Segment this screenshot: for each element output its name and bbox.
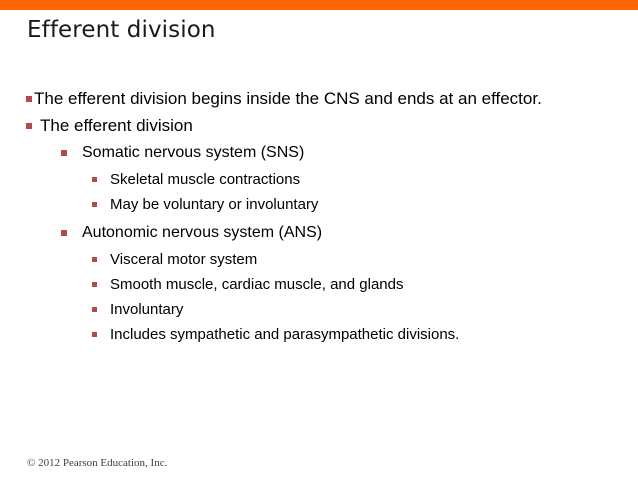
square-bullet-icon	[61, 150, 67, 156]
list-item: Smooth muscle, cardiac muscle, and gland…	[0, 274, 638, 295]
list-item-label: Smooth muscle, cardiac muscle, and gland…	[110, 276, 404, 293]
square-bullet-icon	[92, 332, 97, 337]
square-bullet-icon	[92, 177, 97, 182]
list-item: Involuntary	[0, 299, 638, 320]
square-bullet-icon	[26, 123, 32, 129]
list-item-label: The efferent division begins inside the …	[34, 89, 542, 108]
list-item-label: Visceral motor system	[110, 251, 258, 268]
list-item: The efferent division begins inside the …	[0, 88, 638, 110]
list-item: Somatic nervous system (SNS)	[0, 142, 638, 164]
list-item: The efferent division	[0, 115, 638, 137]
list-item-label: Includes sympathetic and parasympathetic…	[110, 326, 460, 343]
square-bullet-icon	[92, 257, 97, 262]
list-item-label: May be voluntary or involuntary	[110, 196, 319, 213]
square-bullet-icon	[92, 202, 97, 207]
list-item: May be voluntary or involuntary	[0, 194, 638, 215]
square-bullet-icon	[92, 282, 97, 287]
list-item-label: Somatic nervous system (SNS)	[82, 144, 305, 161]
list-item-label: Involuntary	[110, 301, 184, 318]
slide-body-content: The efferent division begins inside the …	[0, 88, 638, 349]
square-bullet-icon	[92, 307, 97, 312]
list-item-label: Skeletal muscle contractions	[110, 171, 301, 188]
list-item: Includes sympathetic and parasympathetic…	[0, 324, 638, 345]
list-item: Skeletal muscle contractions	[0, 169, 638, 190]
page-title: Efferent division	[27, 17, 216, 43]
slide-accent-bar	[0, 0, 638, 10]
copyright-notice: © 2012 Pearson Education, Inc.	[27, 457, 168, 469]
square-bullet-icon	[26, 96, 32, 102]
list-item-label: The efferent division	[40, 116, 193, 135]
square-bullet-icon	[61, 230, 67, 236]
list-item: Visceral motor system	[0, 249, 638, 270]
list-item: Autonomic nervous system (ANS)	[0, 222, 638, 244]
list-item-label: Autonomic nervous system (ANS)	[82, 224, 323, 241]
